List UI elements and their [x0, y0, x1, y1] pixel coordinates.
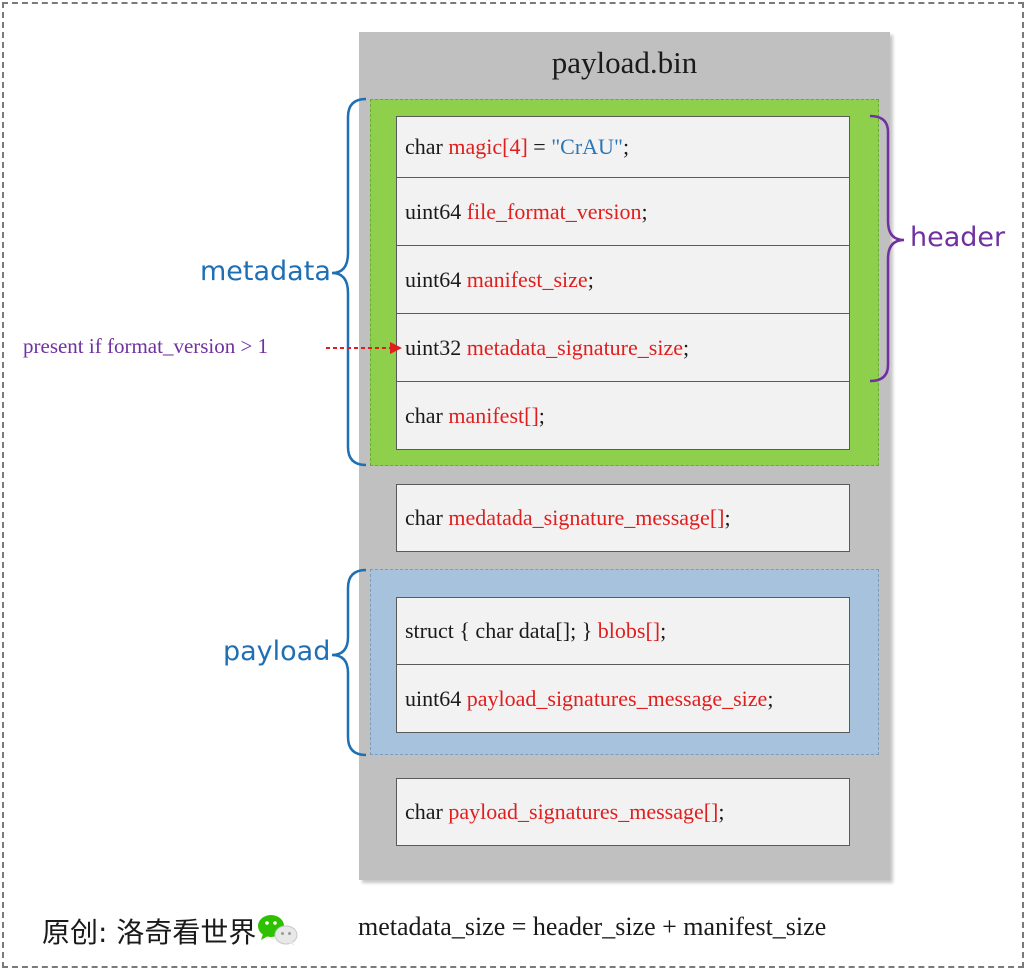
row-type: uint64 [405, 198, 467, 224]
row-type: uint32 [405, 334, 467, 360]
row-field-name: metadata_signature_size [466, 334, 683, 360]
author-credit: 原创: 洛奇看世界 [42, 916, 257, 949]
row-field-name: blobs[] [597, 618, 661, 643]
row-terminator: ; [682, 334, 690, 360]
metadata-brace [331, 97, 367, 467]
row-field-name: file_format_version [466, 198, 642, 224]
field-row-metadata-signature-size: uint32 metadata_signature_size; [396, 313, 850, 382]
row-terminator: ; [660, 618, 667, 643]
metadata-size-formula: metadata_size = header_size + manifest_s… [358, 912, 827, 941]
row-field-name: magic[4] [448, 134, 528, 159]
payload-label: payload [223, 636, 331, 667]
wechat-icon [258, 915, 298, 946]
row-field-name: manifest[] [448, 402, 539, 428]
row-terminator: ; [622, 134, 630, 159]
field-row-metadata-signature-message: char medatada_signature_message[]; [396, 484, 850, 552]
row-terminator: ; [587, 266, 594, 292]
row-type: char [405, 402, 449, 428]
format-version-note: present if format_version > 1 [23, 334, 269, 358]
row-field-name: payload_signatures_message_size [466, 685, 768, 711]
metadata-label: metadata [200, 256, 331, 287]
field-row-manifest-size: uint64 manifest_size; [396, 245, 850, 314]
field-row-blobs: struct { char data[]; } blobs[]; [396, 597, 850, 665]
row-terminator: ; [718, 799, 725, 824]
row-field-name: manifest_size [466, 266, 588, 292]
row-operator: = [527, 134, 552, 159]
header-label: header [910, 222, 1006, 253]
field-row-manifest: char manifest[]; [396, 381, 850, 450]
version-arrow-head [390, 342, 402, 354]
field-row-magic: char magic[4] = "CrAU"; [396, 116, 850, 178]
row-field-name: payload_signatures_message[] [448, 799, 719, 824]
row-field-name: medatada_signature_message[] [448, 505, 725, 530]
field-row-payload-signatures-message: char payload_signatures_message[]; [396, 778, 850, 846]
field-row-file-format-version: uint64 file_format_version; [396, 177, 850, 246]
payload-brace [331, 568, 367, 757]
row-type: uint64 [405, 266, 467, 292]
row-string-literal: "CrAU" [551, 134, 623, 159]
row-type: char [405, 134, 449, 159]
row-type: uint64 [405, 685, 467, 711]
payload-bin-title: payload.bin [551, 45, 698, 80]
row-terminator: ; [767, 685, 774, 711]
field-row-payload-signatures-message-size: uint64 payload_signatures_message_size; [396, 664, 850, 733]
header-brace [869, 114, 905, 383]
row-type: struct { char data[]; } [405, 618, 598, 643]
row-terminator: ; [641, 198, 648, 224]
row-type: char [405, 799, 449, 824]
row-terminator: ; [724, 505, 731, 530]
row-type: char [405, 505, 449, 530]
row-terminator: ; [538, 402, 545, 428]
